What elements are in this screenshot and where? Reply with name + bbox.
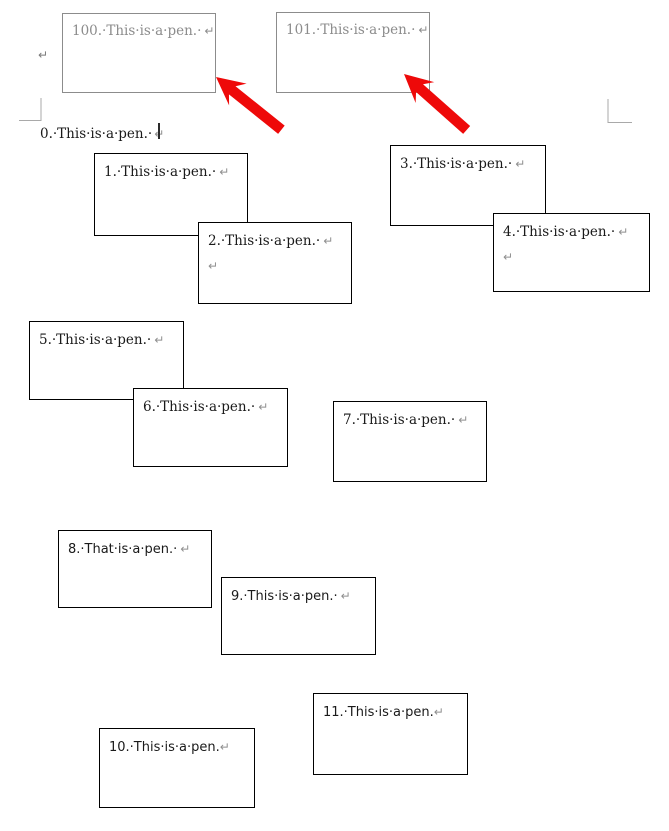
textbox-9[interactable]: 9.·This·is·a·pen.·↵: [221, 577, 376, 655]
textbox-5[interactable]: 5.·This·is·a·pen.·↵: [29, 321, 184, 400]
textbox-text: 9.·This·is·a·pen.·: [231, 589, 338, 604]
textbox-text: 11.·This·is·a·pen.: [323, 705, 434, 720]
paragraph-text: 0.·This·is·a·pen.·: [40, 126, 153, 142]
textbox-text: 1.·This·is·a·pen.·: [104, 164, 217, 180]
textbox-text: 3.·This·is·a·pen.·: [400, 156, 513, 172]
textbox-text: 2.·This·is·a·pen.·: [208, 233, 321, 249]
textbox-6[interactable]: 6.·This·is·a·pen.·↵: [133, 388, 288, 467]
textbox-101[interactable]: 101.·This·is·a·pen.·↵: [276, 12, 430, 93]
return-mark: ↵: [515, 157, 526, 171]
return-mark: ↵: [204, 24, 215, 38]
paragraph-mark: ↵: [38, 48, 49, 62]
textbox-8[interactable]: 8.·That·is·a·pen.·↵: [58, 530, 212, 608]
margin-corner-mark-left: [19, 98, 42, 121]
textbox-text: 8.·That·is·a·pen.·: [68, 542, 178, 557]
red-arrow-icon: [404, 74, 471, 134]
return-mark: ↵: [219, 740, 230, 754]
cursor-and-paragraph-mark: ↵: [154, 123, 164, 142]
textbox-text: 10.·This·is·a·pen.: [109, 740, 220, 755]
margin-corner-mark-right: [607, 99, 632, 123]
textbox-text: 4.·This·is·a·pen.·: [503, 224, 616, 240]
return-mark: ↵: [418, 23, 429, 37]
textbox-text: 100.·This·is·a·pen.·: [72, 23, 202, 39]
return-mark: ↵: [323, 234, 334, 248]
textbox-text: 7.·This·is·a·pen.·: [343, 412, 456, 428]
return-mark: ↵: [208, 259, 219, 273]
textbox-4[interactable]: 4.·This·is·a·pen.·↵ ↵: [493, 213, 650, 292]
textbox-3[interactable]: 3.·This·is·a·pen.·↵: [390, 145, 546, 226]
return-mark: ↵: [258, 400, 269, 414]
red-arrow-1[interactable]: [207, 66, 290, 140]
red-arrow-icon: [216, 77, 285, 134]
textbox-text: 101.·This·is·a·pen.·: [286, 22, 416, 38]
return-mark: ↵: [154, 333, 165, 347]
textbox-2[interactable]: 2.·This·is·a·pen.·↵ ↵: [198, 222, 352, 304]
textbox-text: 6.·This·is·a·pen.·: [143, 399, 256, 415]
textbox-11[interactable]: 11.·This·is·a·pen.↵: [313, 693, 468, 775]
textbox-text: 5.·This·is·a·pen.·: [39, 332, 152, 348]
textbox-100[interactable]: 100.·This·is·a·pen.·↵: [62, 13, 216, 93]
paragraph-0[interactable]: 0.·This·is·a·pen.·↵: [40, 123, 164, 142]
return-mark: ↵: [618, 225, 629, 239]
return-mark: ↵: [180, 542, 191, 556]
return-mark: ↵: [458, 413, 469, 427]
textbox-10[interactable]: 10.·This·is·a·pen.↵: [99, 728, 255, 808]
return-mark: ↵: [433, 705, 444, 719]
return-mark: ↵: [503, 250, 514, 264]
text-cursor: [158, 123, 160, 139]
textbox-7[interactable]: 7.·This·is·a·pen.·↵: [333, 401, 487, 482]
red-arrow-2[interactable]: [395, 64, 476, 141]
return-mark: ↵: [340, 589, 351, 603]
return-mark: ↵: [219, 165, 230, 179]
